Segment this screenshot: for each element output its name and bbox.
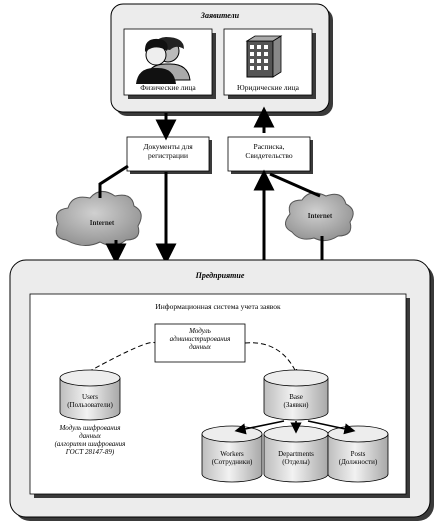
- documents-label: Документы для регистрации: [127, 142, 209, 160]
- enterprise-title: Предприятие: [195, 271, 245, 280]
- dashed-admin-base: [244, 342, 298, 375]
- system-title: Информационная система учета заявок: [155, 302, 281, 311]
- posts-db-cylinder: [327, 425, 389, 483]
- workers-db-label: Workers (Сотрудники): [197, 450, 267, 466]
- encryption-line-3: (алгоритм шифрования: [54, 440, 126, 449]
- arrow-base-workers: [234, 420, 285, 435]
- users-line-1: Users: [82, 393, 98, 401]
- departments-line-2: (Отделы): [282, 458, 310, 467]
- internet-label-right: Internet: [307, 212, 333, 220]
- encryption-line-2: данных: [79, 432, 101, 441]
- encryption-line-1: Модуль шифрования: [59, 424, 121, 432]
- people-icon: [136, 37, 191, 84]
- receipt-box: [227, 136, 311, 172]
- building-icon: [245, 35, 283, 78]
- dashed-users-admin: [84, 341, 156, 376]
- admin-line-1: Модуль: [189, 327, 211, 335]
- posts-db-label: Posts (Должности): [323, 450, 393, 466]
- documents-box: [126, 136, 210, 172]
- departments-db-cylinder: [263, 425, 329, 483]
- users-db-label: Users (Пользователи): [55, 393, 125, 409]
- applicants-title: Заявители: [200, 11, 240, 20]
- posts-line-2: (Должности): [338, 458, 378, 467]
- encryption-module-label: Модуль шифрования данных (алгоритм шифро…: [40, 424, 140, 456]
- base-line-2: (Заявки): [283, 401, 309, 410]
- base-db-label: Base (Заявки): [261, 393, 331, 409]
- arrow-base-posts: [307, 420, 356, 435]
- legal-entities-label: Юридические лица: [237, 83, 299, 92]
- documents-line-2: регистрации: [148, 150, 188, 160]
- receipt-label: Расписка, Свидетельство: [228, 142, 310, 160]
- receipt-line-2: Свидетельство: [245, 150, 293, 160]
- departments-db-label: Departments (Отделы): [261, 450, 331, 466]
- admin-line-2: администрирования: [169, 335, 231, 344]
- users-db-cylinder: [59, 369, 121, 421]
- line-receipt-cloud: [269, 172, 321, 198]
- documents-line-1: Документы для: [143, 142, 193, 151]
- admin-module-box: [154, 323, 246, 363]
- base-line-1: Base: [289, 393, 303, 401]
- workers-db-cylinder: [201, 425, 263, 483]
- encryption-line-4: ГОСТ 28147-89): [65, 448, 115, 457]
- users-line-2: (Пользователи): [67, 401, 113, 410]
- workers-line-1: Workers: [220, 450, 244, 458]
- admin-line-3: данных: [189, 343, 211, 352]
- workers-line-2: (Сотрудники): [211, 458, 253, 467]
- receipt-line-1: Расписка,: [253, 142, 285, 151]
- posts-line-1: Posts: [350, 450, 366, 458]
- internet-label-left: Internet: [89, 219, 115, 227]
- line-docs-cloud: [98, 164, 129, 198]
- departments-line-1: Departments: [278, 450, 314, 458]
- base-db-cylinder: [263, 369, 329, 421]
- individuals-label: Физические лица: [140, 83, 196, 92]
- admin-module-label: Модуль администрирования данных: [155, 327, 245, 351]
